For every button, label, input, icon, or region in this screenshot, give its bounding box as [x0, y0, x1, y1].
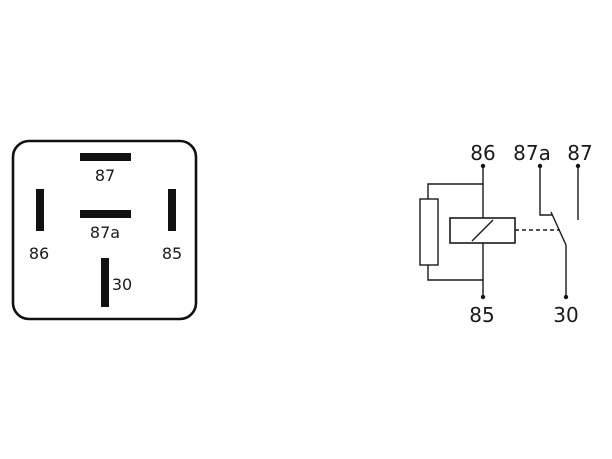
terminal-85-label: 85 [469, 303, 494, 327]
relay-face: 87 87a 86 85 30 [11, 139, 198, 321]
terminal-87-label: 87 [567, 141, 592, 165]
switch-blade [550, 211, 567, 246]
relay-housing-outline [11, 139, 198, 321]
relay-schematic: 86 87a 87 85 30 [419, 141, 593, 327]
terminal-86-label: 86 [470, 141, 495, 165]
suppression-resistor [419, 198, 439, 266]
wire-resistor-to-85 [427, 265, 484, 297]
terminal-87a-label: 87a [513, 141, 551, 165]
terminal-30-label: 30 [553, 303, 578, 327]
pin-86-blade [36, 189, 44, 231]
wire-86-to-resistor [427, 166, 484, 199]
pin-87a-blade [80, 210, 131, 218]
pin-30-label: 30 [112, 275, 132, 294]
pin-85-label: 85 [162, 244, 182, 263]
pin-87-blade [80, 153, 131, 161]
pin-86-label: 86 [29, 244, 49, 263]
wire-87a-contact [539, 166, 552, 216]
coil-diagonal [471, 219, 494, 242]
pin-87-label: 87 [95, 166, 115, 185]
pin-85-blade [168, 189, 176, 231]
pin-87a-label: 87a [90, 223, 120, 242]
pin-30-blade [101, 258, 109, 307]
